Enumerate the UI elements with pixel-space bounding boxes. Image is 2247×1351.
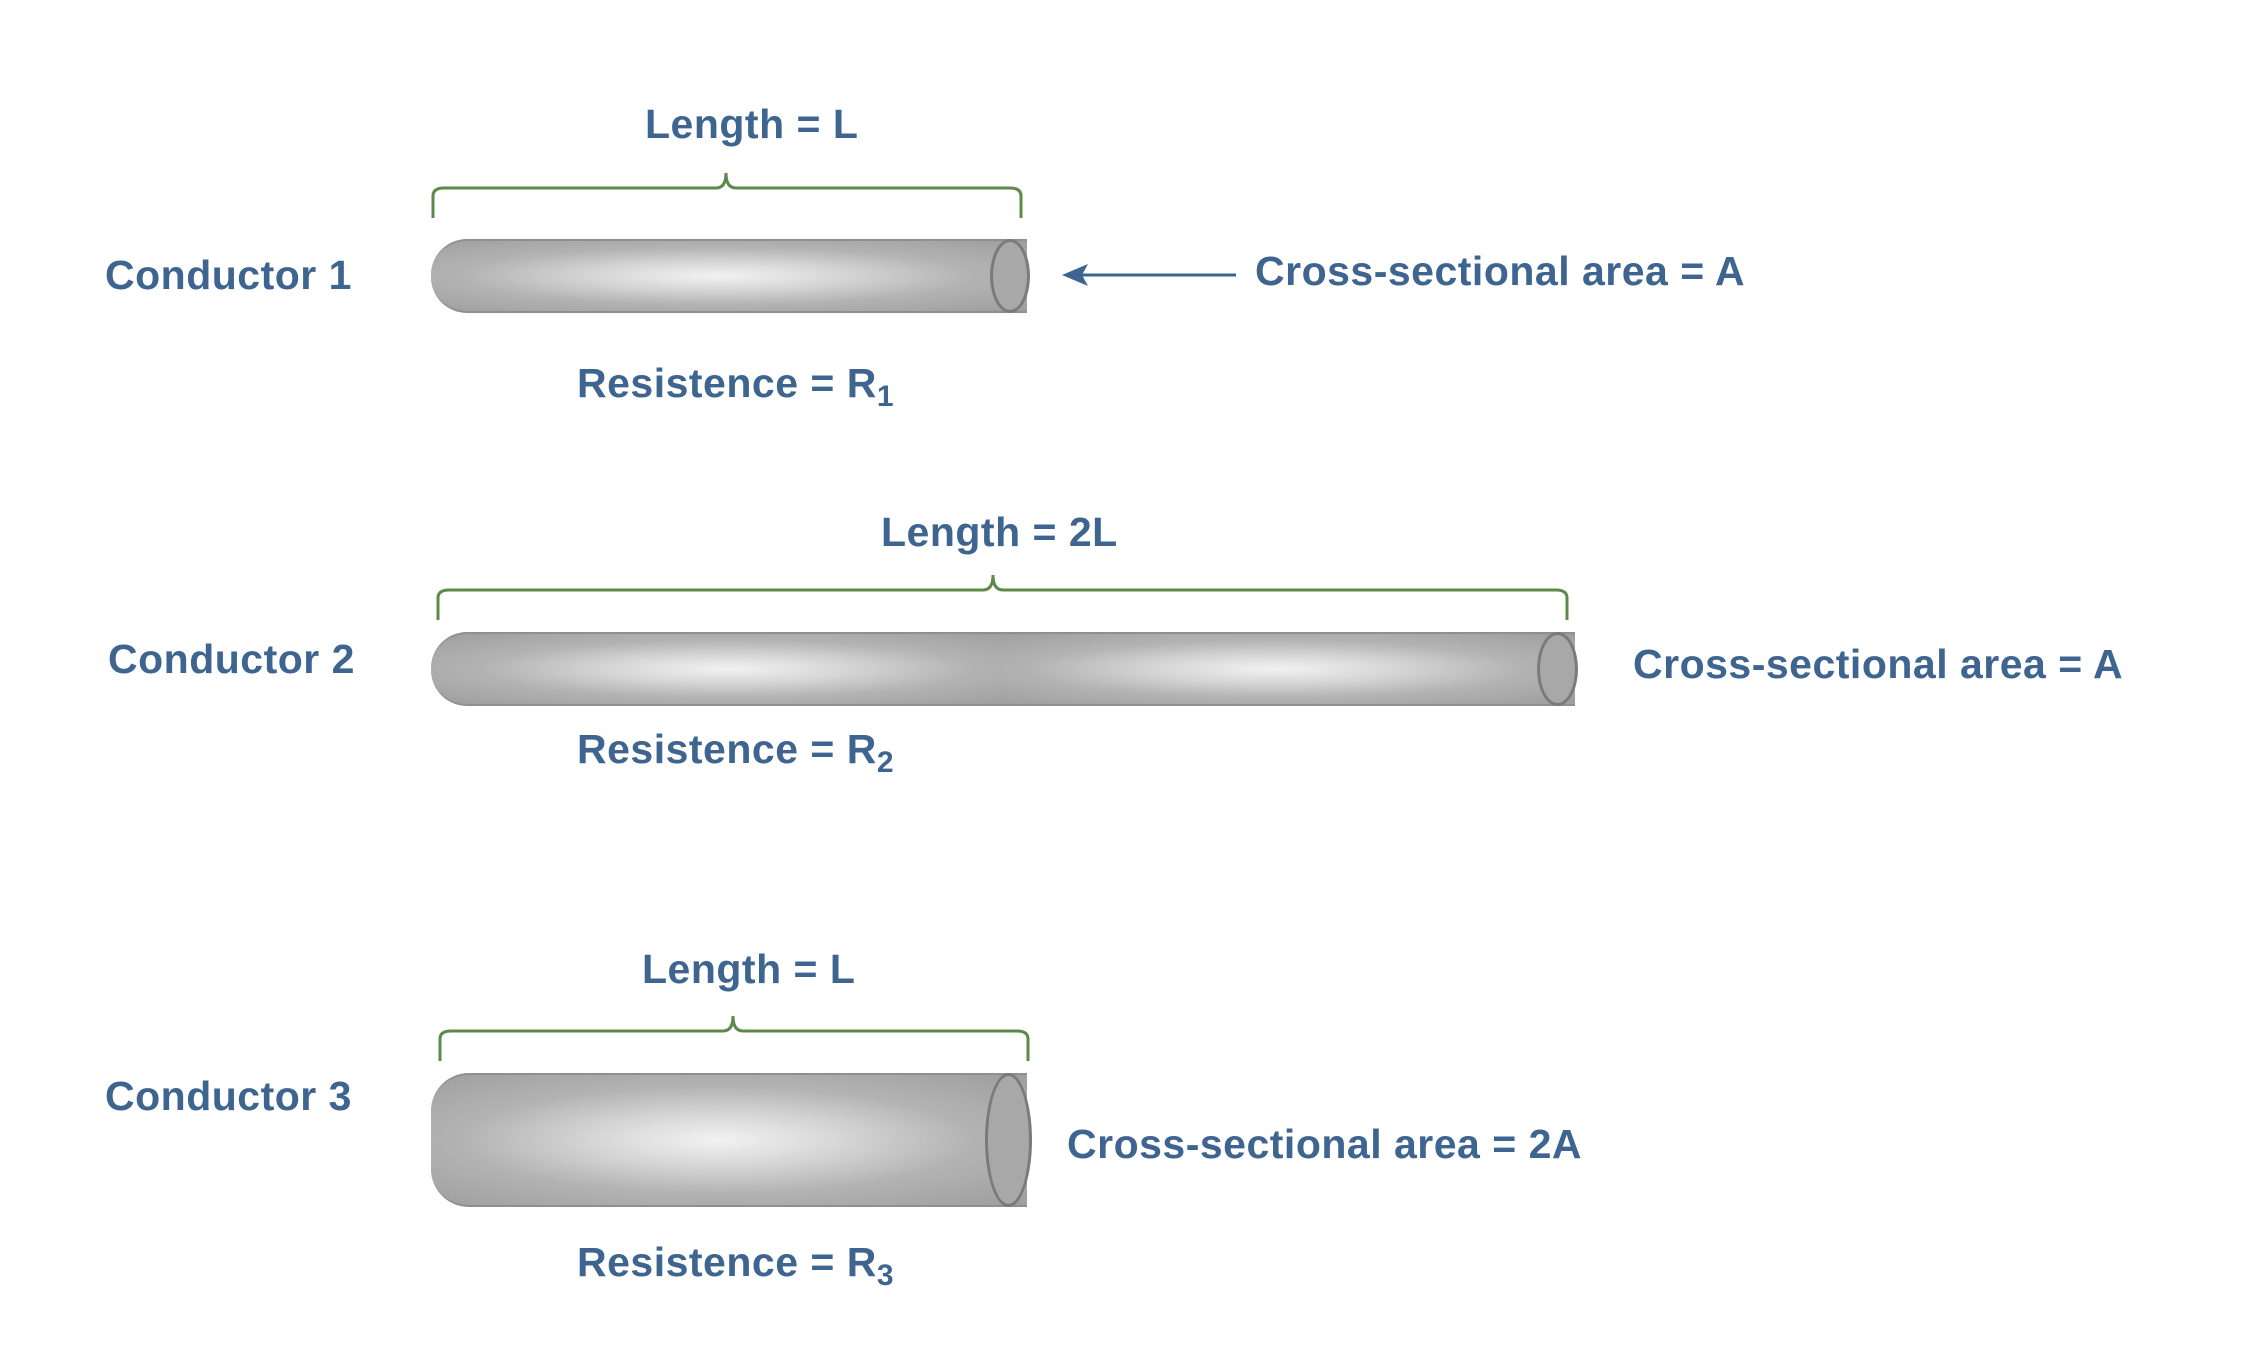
conductor-2-rod-segment-1	[431, 632, 1001, 706]
conductor-3-length-label: Length = L	[642, 946, 856, 992]
conductor-1-name: Conductor 1	[105, 252, 352, 298]
conductor-1-area-label: Cross-sectional area = A	[1255, 248, 1746, 294]
conductor-3-length-brace	[438, 1015, 1030, 1061]
conductor-2-name: Conductor 2	[108, 636, 355, 682]
conductor-1-resistance-label: Resistence = R1	[577, 360, 894, 412]
conductor-2-length-label: Length = 2L	[881, 509, 1118, 555]
conductor-1-rod	[431, 239, 1027, 313]
conductor-3-resistance-label: Resistence = R3	[577, 1239, 894, 1291]
conductor-2-resistance-label: Resistence = R2	[577, 726, 894, 778]
conductor-1-length-label: Length = L	[645, 101, 859, 147]
conductor-2-length-brace	[436, 574, 1569, 620]
conductor-3-area-label: Cross-sectional area = 2A	[1067, 1121, 1582, 1167]
conductor-1-rod-end	[990, 239, 1030, 313]
conductor-1-length-brace	[431, 172, 1023, 218]
conductor-2-resistance-subscript: 2	[876, 746, 895, 779]
conductor-1-area-arrow	[1062, 264, 1236, 286]
conductor-2-rod-segment-2	[1000, 632, 1575, 706]
conductor-3-rod-end	[985, 1073, 1032, 1207]
conductor-3-rod	[431, 1073, 1027, 1207]
conductor-2-rod-end	[1537, 632, 1578, 706]
conductor-2-resistance-text: Resistence = R	[577, 726, 877, 772]
conductor-2-area-label: Cross-sectional area = A	[1633, 641, 2124, 687]
conductor-3-resistance-subscript: 3	[876, 1259, 895, 1292]
conductor-3-resistance-text: Resistence = R	[577, 1239, 877, 1285]
conductor-1-resistance-subscript: 1	[876, 380, 895, 413]
conductor-3-name: Conductor 3	[105, 1073, 352, 1119]
conductor-1-resistance-text: Resistence = R	[577, 360, 877, 406]
